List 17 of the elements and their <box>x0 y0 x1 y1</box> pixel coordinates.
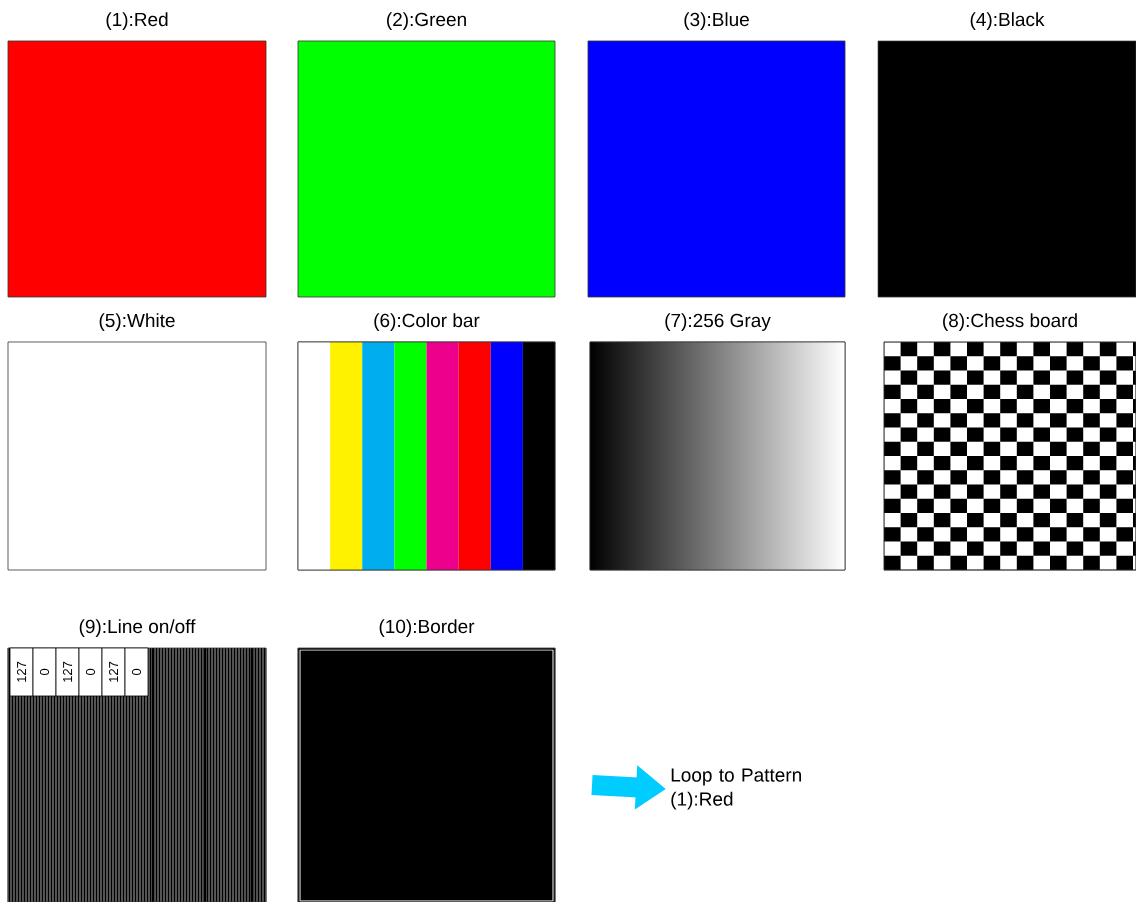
pattern-title: (9):Line on/off <box>79 619 196 637</box>
pattern-title: (2):Green <box>387 12 466 30</box>
value-cell: 127 <box>55 647 80 697</box>
pattern-title: (8):Chess board <box>943 313 1077 331</box>
value-cell: 127 <box>9 647 34 697</box>
pattern-title: (7):256 Gray <box>665 313 771 331</box>
pattern-title: (4):Black <box>970 12 1045 30</box>
pattern-title: (5):White <box>99 313 175 331</box>
value-cell: 0 <box>32 647 57 697</box>
pattern-title: (1):Red <box>106 12 168 30</box>
pattern-title: (3):Blue <box>684 12 749 30</box>
pattern-title: (6):Color bar <box>374 313 480 331</box>
loop-note: Loop to Pattern (1):Red <box>671 768 801 810</box>
value-cell: 0 <box>78 647 103 697</box>
value-cell: 127 <box>101 647 126 697</box>
pattern-title: (10):Border <box>379 619 475 637</box>
value-cell: 0 <box>124 647 149 697</box>
